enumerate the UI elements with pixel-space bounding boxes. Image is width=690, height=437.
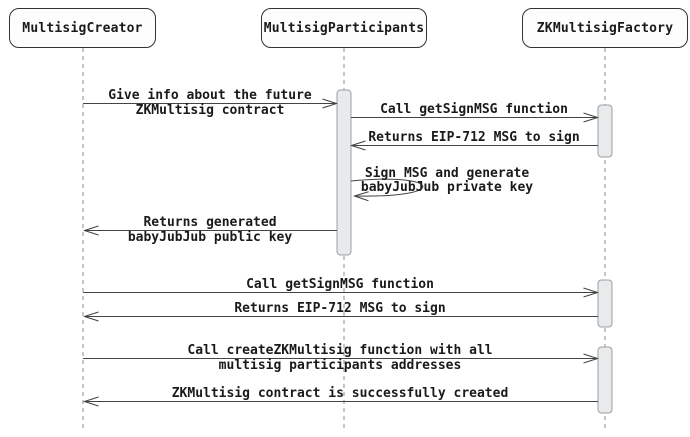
activation-bar-factory-1	[597, 104, 613, 158]
message-label-sign-msg-line2: babyJubJub private key	[360, 180, 534, 195]
actor-zkmultisig-factory: ZKMultisigFactory	[522, 8, 688, 48]
message-label-give-info-line2: ZKMultisig contract	[135, 103, 285, 118]
actor-multisig-participants: MultisigParticipants	[261, 8, 427, 48]
message-label-call-createzkmultisig-line1: Call createZKMultisig function with all	[187, 343, 493, 358]
message-label-returns-eip712-1: Returns EIP-712 MSG to sign	[368, 130, 580, 145]
actor-label: MultisigParticipants	[263, 20, 425, 36]
message-label-contract-created: ZKMultisig contract is successfully crea…	[171, 386, 509, 401]
actor-label: MultisigCreator	[22, 20, 143, 36]
message-label-call-getsignmsg-2: Call getSignMSG function	[246, 277, 434, 292]
self-message-loop-sign-msg	[350, 178, 424, 196]
activation-bar-factory-2	[597, 279, 613, 328]
message-label-call-getsignmsg-1: Call getSignMSG function	[380, 102, 568, 117]
message-label-returns-pubkey-line1: Returns generated	[143, 215, 277, 230]
message-label-returns-pubkey-line2: babyJubJub public key	[127, 230, 293, 245]
message-label-call-createzkmultisig-line2: multisig participants addresses	[218, 358, 462, 373]
actor-label: ZKMultisigFactory	[536, 20, 674, 36]
message-label-give-info-line1: Give info about the future	[108, 88, 312, 103]
message-label-returns-eip712-2: Returns EIP-712 MSG to sign	[234, 301, 446, 316]
actor-multisig-creator: MultisigCreator	[9, 8, 156, 48]
message-label-sign-msg-line1: Sign MSG and generate	[364, 166, 530, 181]
activation-bar-participants	[336, 89, 352, 256]
activation-bar-factory-3	[597, 346, 613, 414]
